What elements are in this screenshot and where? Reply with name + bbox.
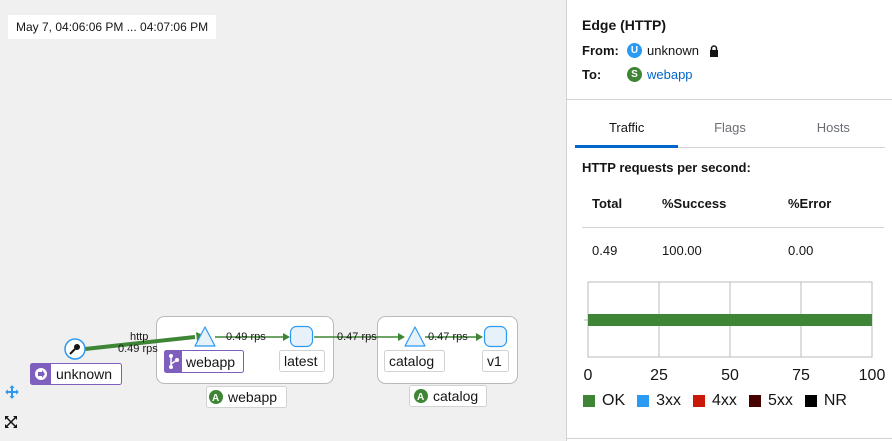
cell-error: 0.00	[788, 242, 814, 258]
edge-label-protocol: http	[130, 331, 148, 343]
time-range-label: May 7, 04:06:06 PM ... 04:07:06 PM	[8, 15, 217, 39]
service-graph: http 0.49 rps 0.49 rps 0.47 rps 0.47 rps…	[30, 316, 518, 408]
legend-swatch	[583, 395, 595, 407]
table-row: 0.49 100.00 0.00	[582, 228, 884, 272]
cell-success: 100.00	[662, 242, 702, 258]
latest-label-box[interactable]	[279, 350, 325, 372]
tab-traffic[interactable]: Traffic	[575, 108, 679, 148]
cell-total: 0.49	[592, 242, 618, 258]
v1-workload-label: v1	[487, 353, 502, 369]
chart-legend: OK 3xx 4xx 5xx NR	[583, 392, 859, 410]
v1-label-box[interactable]	[482, 350, 509, 372]
move-icon	[5, 385, 19, 399]
panel-tabs: Traffic Flags Hosts	[575, 108, 885, 148]
panel-title: Edge (HTTP)	[582, 17, 666, 33]
edge-summary-panel: Edge (HTTP) From: U unknown To: S webapp…	[566, 0, 892, 441]
edge-arrow-latest-catalog	[398, 333, 405, 341]
tab-flags[interactable]: Flags	[714, 120, 746, 135]
edge-arrow-webapp-latest	[283, 333, 290, 341]
legend-label: 4xx	[712, 392, 737, 409]
unknown-badge-icon: U	[627, 43, 642, 58]
legend-item-4xx: 4xx	[693, 392, 737, 410]
legend-swatch	[748, 395, 761, 407]
catalog-service-node[interactable]	[404, 326, 426, 347]
legend-item-ok: OK	[583, 392, 625, 410]
v1-workload-node[interactable]	[483, 325, 508, 348]
unknown-label-box[interactable]	[30, 363, 122, 385]
bar-ok[interactable]	[588, 314, 872, 326]
app-badge-icon	[209, 390, 223, 404]
traffic-bar-chart: 0 25 50 75 100	[584, 281, 886, 384]
app-badge-icon	[414, 389, 428, 403]
traffic-table: Total %Success %Error 0.49 100.00 0.00	[582, 180, 884, 272]
legend-label: 5xx	[767, 392, 793, 409]
legend-swatch	[637, 395, 650, 407]
from-label: From:	[582, 43, 619, 58]
x-tick-label: 0	[584, 367, 593, 384]
branch-icon	[169, 354, 179, 369]
catalog-app-label-box[interactable]	[409, 385, 487, 407]
header-error: %Error	[788, 196, 832, 211]
app-badge-letter: A	[212, 393, 219, 404]
divider	[567, 99, 892, 100]
service-badge-icon: S	[627, 67, 642, 82]
expand-icon	[5, 416, 17, 428]
legend-item-5xx: 5xx	[748, 392, 793, 410]
x-tick-label: 100	[859, 367, 886, 384]
webapp-app-label: webapp	[227, 389, 277, 405]
legend-label: 3xx	[656, 392, 682, 409]
to-service-link[interactable]: webapp	[647, 67, 693, 82]
graph-canvas[interactable]: May 7, 04:06:06 PM ... 04:07:06 PM http …	[0, 0, 566, 441]
from-value: unknown	[647, 43, 700, 58]
fit-control[interactable]	[4, 415, 24, 435]
catalog-label-box[interactable]	[384, 350, 445, 372]
edge-label-rps-unknown: 0.49 rps	[118, 343, 158, 355]
x-tick-label: 75	[792, 367, 810, 384]
legend-swatch	[693, 395, 706, 407]
to-row: To: S webapp	[582, 67, 693, 82]
x-tick-label: 25	[650, 367, 668, 384]
lock-icon	[710, 44, 719, 57]
unknown-node-label: unknown	[56, 366, 112, 382]
edge-arrow-catalog-v1	[476, 333, 483, 341]
to-label: To:	[582, 67, 602, 82]
latest-workload-label: latest	[284, 353, 318, 369]
legend-item-3xx: 3xx	[637, 392, 681, 410]
divider	[567, 438, 892, 439]
edge-label-rps-webapp-catalog: 0.47 rps	[337, 331, 377, 343]
from-row: From: U unknown	[582, 43, 719, 58]
arrow-in-icon	[35, 368, 47, 380]
header-total: Total	[592, 196, 623, 211]
catalog-app-label: catalog	[433, 388, 478, 404]
key-icon	[69, 344, 80, 355]
edge-unknown-webapp[interactable]	[84, 335, 196, 351]
webapp-service-label: webapp	[185, 354, 235, 370]
webapp-service-node[interactable]	[194, 326, 216, 347]
legend-item-nr: NR	[804, 392, 847, 410]
legend-label: OK	[602, 392, 626, 409]
catalog-service-label: catalog	[389, 353, 434, 369]
legend-label: NR	[823, 392, 847, 409]
table-header-row: Total %Success %Error	[582, 180, 884, 228]
requests-title: HTTP requests per second:	[582, 160, 751, 175]
webapp-label-box[interactable]	[164, 350, 244, 373]
latest-workload-node[interactable]	[289, 325, 314, 348]
edge-label-rps-catalog-inner: 0.47 rps	[428, 331, 468, 343]
x-tick-label: 50	[721, 367, 739, 384]
app-badge-letter: A	[417, 392, 424, 403]
pan-control[interactable]	[4, 384, 24, 404]
tab-hosts[interactable]: Hosts	[816, 120, 850, 135]
header-success: %Success	[662, 196, 727, 211]
webapp-app-label-box[interactable]	[206, 386, 287, 408]
legend-swatch	[804, 395, 817, 407]
edge-label-rps-webapp-inner: 0.49 rps	[226, 331, 266, 343]
